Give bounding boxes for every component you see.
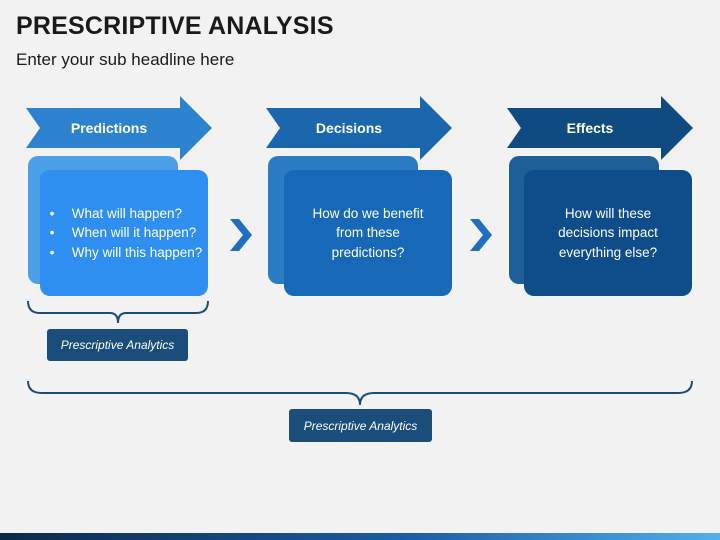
chevron-right-icon: [230, 219, 252, 251]
arrow-shape-icon: [26, 96, 212, 160]
step-arrow-decisions: Decisions: [266, 96, 452, 160]
arrow-shape-icon: [266, 96, 452, 160]
brace-small: [27, 300, 209, 324]
group-label-large: Prescriptive Analytics: [289, 409, 432, 442]
predictions-bullet-list: What will happen? When will it happen? W…: [46, 204, 203, 263]
step-label-effects: Effects: [566, 120, 614, 136]
bullet-item: Why will this happen?: [50, 243, 203, 263]
card-effects: How will these decisions impact everythi…: [524, 170, 692, 296]
group-label-small: Prescriptive Analytics: [47, 329, 188, 361]
card-predictions: What will happen? When will it happen? W…: [40, 170, 208, 296]
page-title: PRESCRIPTIVE ANALYSIS: [16, 12, 334, 40]
bullet-item: When will it happen?: [50, 223, 203, 243]
arrow-shape-icon: [507, 96, 693, 160]
step-arrow-predictions: Predictions: [26, 96, 212, 160]
effects-text: How will these decisions impact everythi…: [558, 205, 658, 260]
brace-large: [27, 380, 693, 406]
page-subtitle: Enter your sub headline here: [16, 50, 235, 69]
bullet-item: What will happen?: [50, 204, 203, 224]
step-arrow-effects: Effects: [507, 96, 693, 160]
card-decisions: How do we benefit from these predictions…: [284, 170, 452, 296]
chevron-right-icon: [470, 219, 492, 251]
decisions-text: How do we benefit from these predictions…: [312, 205, 424, 260]
footer-bar: [0, 533, 720, 540]
step-label-predictions: Predictions: [70, 120, 148, 136]
step-label-decisions: Decisions: [315, 120, 383, 136]
